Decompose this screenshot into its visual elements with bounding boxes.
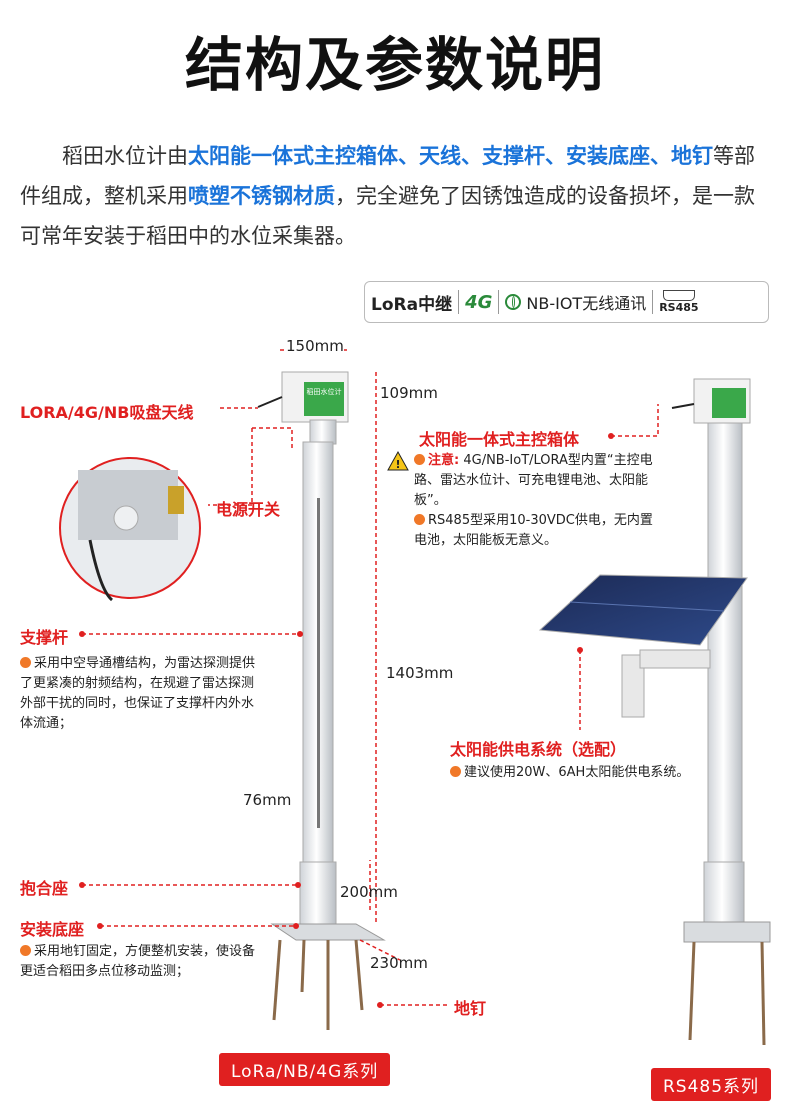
svg-text:!: ! (395, 458, 400, 471)
intro-text-2: 等部件组成，整机采用 (20, 144, 755, 208)
label-antenna: LORA/4G/NB吸盘天线 (20, 403, 194, 422)
notice-block: 注意: 4G/NB-IoT/LORA型内置“主控电路、雷达水位计、可充电锂电池、… (414, 453, 653, 548)
serial-port-icon (662, 290, 695, 301)
dim-pole-height: 1403mm (386, 664, 454, 682)
leader-dots (79, 433, 614, 1008)
pole-note: 采用中空导通槽结构，为雷达探测提供了更紧凑的射频结构，在规避了雷达探测外部干扰的… (20, 656, 256, 731)
label-power-switch: 电源开关 (216, 500, 281, 519)
intro-text-1: 稻田水位计由 (62, 144, 188, 168)
label-clamp: 抱合座 (20, 879, 69, 898)
dim-box-width: 150mm (286, 337, 344, 355)
right-device (538, 378, 771, 1046)
box-logo: 稻田水位计 (307, 387, 342, 396)
intro-highlight-components: 太阳能一体式主控箱体、天线、支撑杆、安装底座、地钉 (188, 144, 713, 168)
switch-zoom-circle (59, 457, 201, 602)
globe-icon (505, 294, 522, 310)
label-main-box: 太阳能一体式主控箱体 (419, 430, 580, 449)
bullet-icon (450, 766, 461, 777)
solar-note: 建议使用20W、6AH太阳能供电系统。 (450, 763, 710, 783)
intro-paragraph: 稻田水位计由太阳能一体式主控箱体、天线、支撑杆、安装底座、地钉等部件组成，整机采… (20, 136, 772, 256)
base-note: 采用地钉固定，方便整机安装，使设备更适合稻田多点位移动监测； (20, 944, 256, 979)
warning-icon: ! (387, 450, 409, 471)
communication-badge: LoRa中继 4G NB-IOT无线通讯 RS485 (364, 281, 769, 323)
nbiot-label: NB-IOT无线通讯 (499, 282, 652, 322)
label-solar: 太阳能供电系统（选配） (450, 740, 627, 759)
series-tag-right: RS485系列 (651, 1068, 772, 1101)
bullet-icon (414, 514, 425, 525)
dim-clamp-height: 200mm (340, 883, 398, 901)
series-tag-left: LoRa/NB/4G系列 (219, 1053, 391, 1086)
intro-text-3: ，完全避免了因锈蚀造成的设备损坏，是一款可常年安装于稻田中的水位采集器。 (20, 184, 755, 248)
4g-logo: 4G (465, 291, 493, 313)
rs485-logo: RS485 (653, 282, 704, 322)
bullet-icon (414, 454, 425, 465)
page-title: 结构及参数说明 (184, 31, 605, 99)
label-base: 安装底座 (20, 920, 85, 939)
dim-pole-diameter: 76mm (243, 791, 292, 809)
label-stake: 地钉 (454, 999, 487, 1018)
bullet-icon (20, 657, 31, 668)
intro-highlight-material: 喷塑不锈钢材质 (188, 184, 335, 208)
lora-logo: LoRa中继 (371, 294, 453, 315)
dim-box-height: 109mm (380, 384, 438, 402)
left-device: 稻田水位计 (257, 371, 386, 1030)
bullet-icon (20, 945, 31, 956)
dim-base-width: 230mm (370, 954, 428, 972)
label-pole: 支撑杆 (20, 628, 69, 647)
